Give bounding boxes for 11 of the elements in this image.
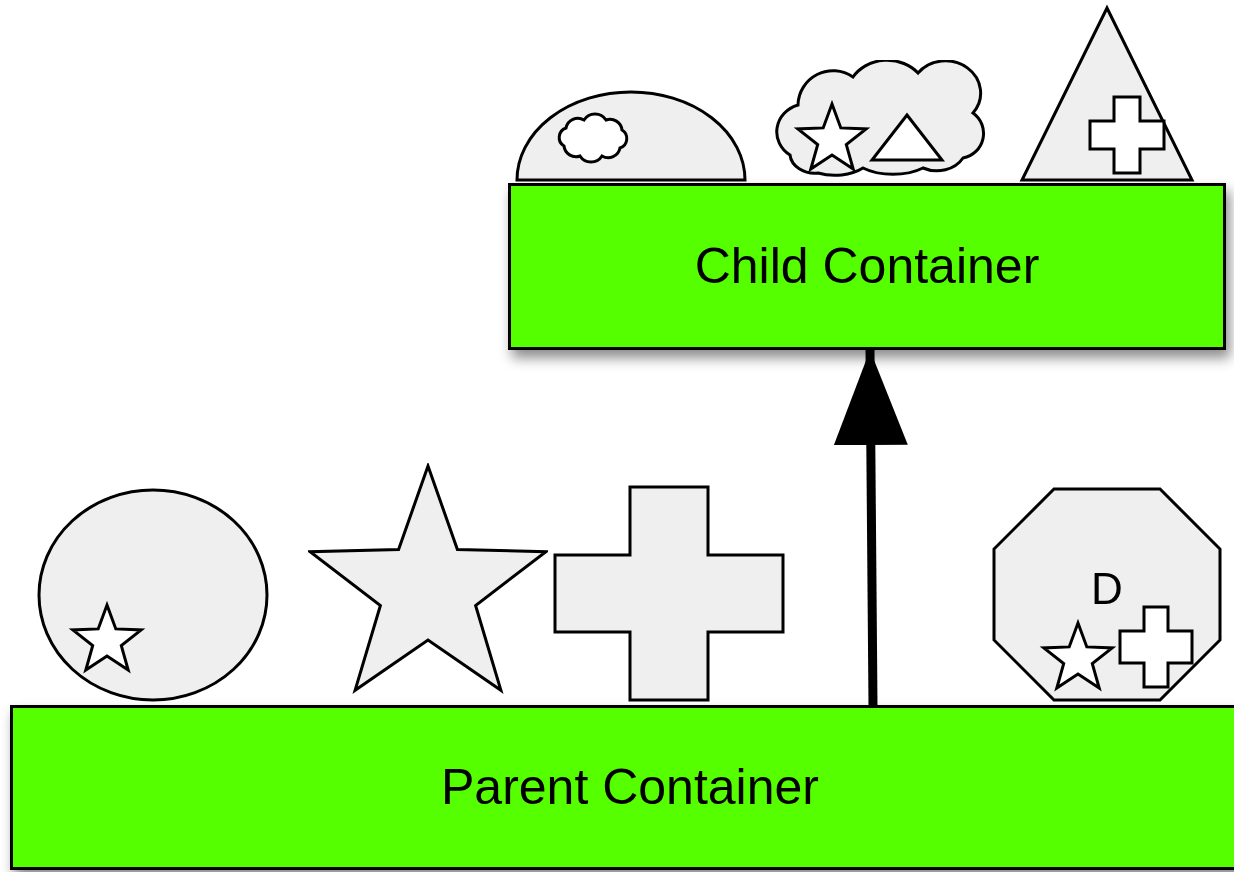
octagon-shape [992, 487, 1222, 702]
arrow [833, 349, 908, 706]
node-label: Child Container [694, 237, 1040, 296]
container-box [508, 183, 1226, 350]
triangle-shape [1019, 4, 1195, 182]
node-label: Parent Container [441, 758, 819, 817]
cross-shape [553, 485, 785, 702]
container-box [10, 705, 1234, 870]
circle-shape [37, 488, 269, 702]
node-label: D [1091, 567, 1123, 611]
half-dome-shape [514, 90, 748, 182]
